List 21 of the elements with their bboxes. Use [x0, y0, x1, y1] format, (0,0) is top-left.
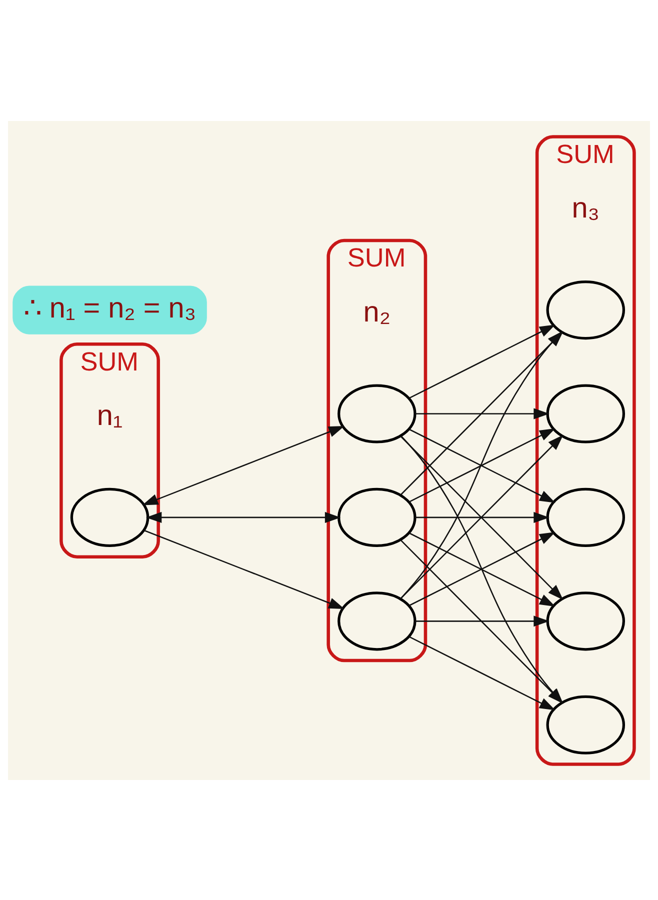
node-circle — [338, 384, 416, 443]
node-circle — [546, 280, 626, 340]
node-label: n₂ — [363, 296, 391, 328]
arrow — [142, 425, 344, 505]
node-circle — [546, 384, 626, 443]
arrow — [146, 511, 341, 522]
node-circle — [546, 591, 626, 650]
node-circle — [546, 694, 626, 754]
label: ∴ n₁ = n₂ = n₃ — [23, 292, 196, 324]
node-circle — [338, 487, 416, 546]
node-circle — [70, 487, 150, 546]
arrow — [408, 636, 556, 710]
arrow — [408, 324, 556, 398]
node-circle — [546, 487, 626, 546]
arrow — [144, 529, 344, 608]
node-circle — [338, 591, 416, 650]
arrow — [415, 615, 550, 626]
arrow — [415, 408, 550, 419]
arrow — [415, 511, 550, 522]
node-label: n₁ — [96, 400, 123, 432]
node-label: n₃ — [572, 192, 600, 224]
